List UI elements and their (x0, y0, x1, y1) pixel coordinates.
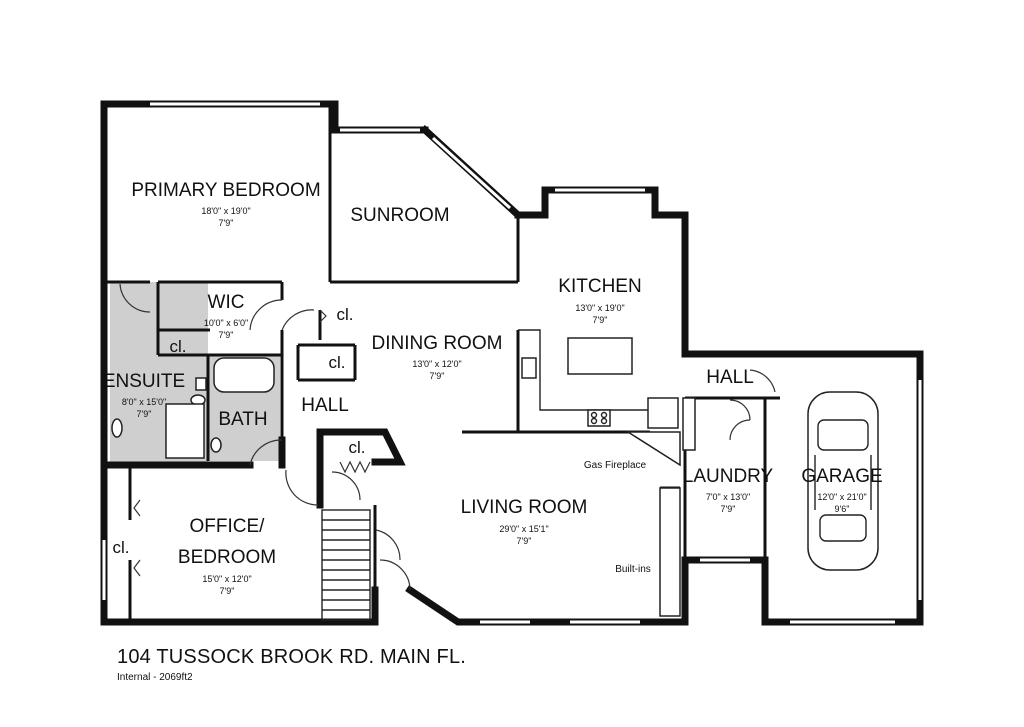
pantry (682, 397, 696, 451)
plan-caption: 104 TUSSOCK BROOK RD. MAIN FL. Internal … (117, 646, 466, 683)
interior-walls (100, 104, 780, 622)
closet-label: cl. (113, 538, 130, 557)
windows (102, 102, 922, 624)
garage-dims: 12'0" x 21'0" (817, 492, 866, 502)
ensuite-label: ENSUITE (103, 371, 185, 392)
closet-label: cl. (170, 337, 187, 356)
hall-right-label: HALL (706, 367, 754, 388)
kitchen-island (567, 337, 633, 375)
living-room-height: 7'9" (517, 536, 532, 546)
ensuite-sink (111, 418, 123, 438)
wic-label: WIC (208, 292, 245, 313)
gas-fireplace-label: Gas Fireplace (584, 460, 647, 471)
kitchen-sink (521, 357, 537, 379)
refrigerator (647, 397, 679, 429)
closet-label: cl. (349, 438, 366, 457)
wic-height: 7'9" (219, 330, 234, 340)
garage-label: GARAGE (801, 466, 882, 487)
kitchen-dims: 13'0" x 19'0" (575, 303, 624, 313)
kitchen-label: KITCHEN (558, 276, 641, 297)
dining-room-height: 7'9" (430, 371, 445, 381)
kitchen-fixtures (518, 329, 696, 617)
bathtub (213, 357, 275, 393)
primary-bedroom-dims: 18'0" x 19'0" (201, 206, 250, 216)
living-room-dims: 29'0" x 15'1" (499, 524, 548, 534)
built-ins-label: Built-ins (615, 564, 651, 575)
garage-height: 9'6" (835, 504, 850, 514)
plan-area: Internal - 2069ft2 (117, 672, 193, 683)
hall-left-label: HALL (301, 395, 349, 416)
laundry-label: LAUNDRY (683, 466, 774, 487)
primary-bedroom-height: 7'9" (219, 218, 234, 228)
laundry-height: 7'9" (721, 504, 736, 514)
office-bedroom-dims: 15'0" x 12'0" (202, 574, 251, 584)
closet-label: cl. (329, 353, 346, 372)
sunroom-label: SUNROOM (350, 205, 449, 226)
doors (119, 283, 776, 591)
ensuite-dims: 8'0" x 15'0" (122, 397, 166, 407)
wic-dims: 10'0" x 6'0" (204, 318, 248, 328)
staircase (321, 509, 371, 621)
toilet-bath (210, 437, 222, 453)
closet-label: cl. (337, 305, 354, 324)
dining-room-label: DINING ROOM (372, 333, 503, 354)
car-icon (807, 391, 879, 571)
living-room-label: LIVING ROOM (461, 497, 588, 518)
toilet-tank-ensuite (195, 377, 207, 391)
kitchen-height: 7'9" (593, 315, 608, 325)
bath-label: BATH (218, 409, 267, 430)
gas-fireplace-hearth (625, 431, 681, 467)
dining-room-dims: 13'0" x 12'0" (412, 359, 461, 369)
office-bedroom-label-line1: OFFICE/ (190, 516, 266, 537)
shower (165, 403, 205, 459)
office-bedroom-height: 7'9" (220, 586, 235, 596)
ensuite-height: 7'9" (137, 409, 152, 419)
office-bedroom-label-line2: BEDROOM (178, 547, 276, 568)
primary-bedroom-label: PRIMARY BEDROOM (131, 180, 320, 201)
laundry-dims: 7'0" x 13'0" (706, 492, 750, 502)
cooktop (587, 409, 611, 427)
plan-title: 104 TUSSOCK BROOK RD. MAIN FL. (117, 646, 467, 668)
built-ins-cabinet (659, 487, 681, 617)
bath-fixtures (111, 357, 275, 459)
